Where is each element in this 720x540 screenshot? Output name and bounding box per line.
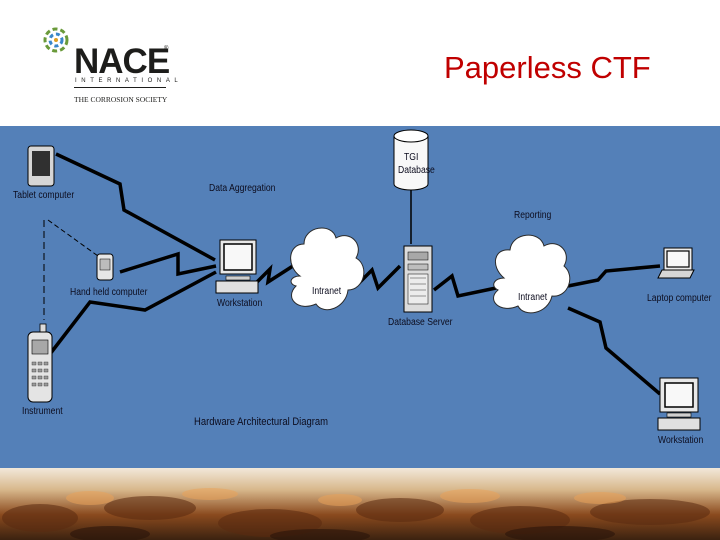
label-tgi: TGI	[404, 152, 418, 163]
link-server-intranet	[434, 276, 496, 296]
link-intranet-workstation	[568, 308, 660, 394]
label-workstation-left: Workstation	[217, 298, 262, 309]
nace-globe-icon	[38, 24, 78, 54]
label-instrument: Instrument	[22, 406, 63, 417]
label-intranet-right: Intranet	[518, 292, 547, 303]
laptop-computer-icon	[658, 248, 694, 278]
link-workstation-intranet	[255, 264, 296, 284]
label-data-aggregation: Data Aggregation	[209, 183, 275, 194]
logo-subtitle: INTERNATIONAL	[75, 78, 182, 84]
link-tablet-handheld	[48, 220, 98, 256]
logo-divider	[74, 87, 166, 88]
workstation-right-icon	[658, 378, 700, 430]
link-instrument-workstation	[50, 272, 216, 354]
label-tablet-computer: Tablet computer	[13, 190, 74, 201]
workstation-left-icon	[216, 240, 258, 293]
slide-title: Paperless CTF	[444, 50, 651, 86]
logo-wordmark: NACE	[74, 44, 169, 79]
link-intranet-laptop	[568, 266, 660, 286]
link-intranet-server	[358, 266, 400, 288]
hardware-diagram: Tablet computer Hand held computer Instr…	[0, 126, 720, 468]
instrument-icon	[28, 324, 52, 402]
label-laptop-computer: Laptop computer	[647, 293, 712, 304]
label-hand-held-computer: Hand held computer	[70, 287, 147, 298]
link-handheld-workstation	[120, 254, 216, 274]
footer-texture	[0, 468, 720, 540]
label-database-server: Database Server	[388, 317, 453, 328]
slide-header: NACE ® INTERNATIONAL THE CORROSION SOCIE…	[0, 0, 720, 126]
nace-logo: NACE ® INTERNATIONAL THE CORROSION SOCIE…	[34, 20, 194, 110]
tablet-computer-icon	[28, 146, 54, 186]
label-workstation-right: Workstation	[658, 435, 703, 446]
handheld-computer-icon	[97, 254, 113, 280]
diagram-caption: Hardware Architectural Diagram	[194, 416, 328, 428]
footer-texture-band	[0, 468, 720, 540]
label-intranet-left: Intranet	[312, 286, 341, 297]
link-tablet-workstation	[56, 154, 215, 260]
registered-mark: ®	[164, 46, 168, 52]
label-database: Database	[398, 165, 435, 176]
label-reporting: Reporting	[514, 210, 551, 221]
database-server-icon	[404, 246, 432, 312]
logo-society: THE CORROSION SOCIETY	[74, 95, 167, 104]
intranet-cloud-left	[291, 228, 364, 310]
